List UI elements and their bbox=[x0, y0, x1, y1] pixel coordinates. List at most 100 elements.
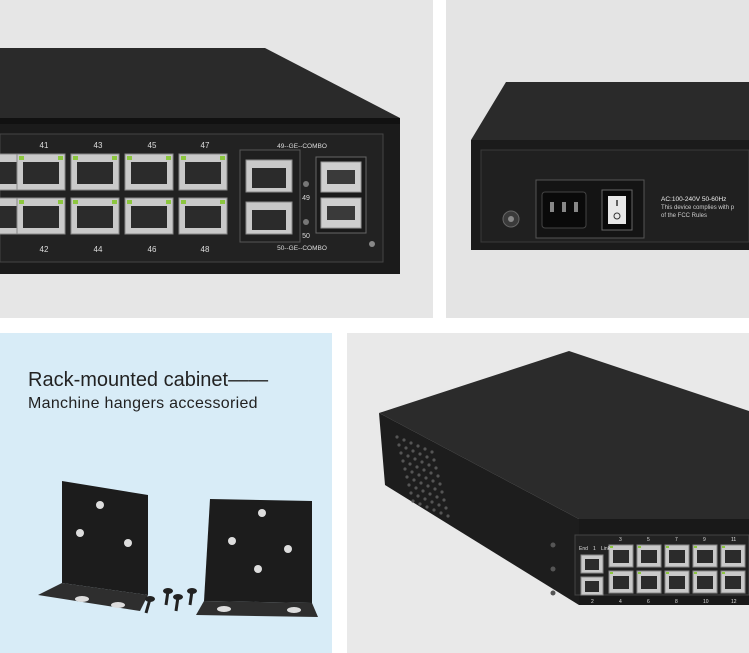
activity-led-icon bbox=[220, 156, 225, 160]
port-label-4: 4 bbox=[619, 599, 622, 605]
port-label-12: 12 bbox=[731, 599, 737, 605]
socket-pin bbox=[550, 202, 554, 212]
vent-hole bbox=[415, 465, 419, 469]
vent-hole bbox=[432, 508, 436, 512]
combo-bottom-label: 50--GE--COMBO bbox=[277, 245, 327, 252]
vent-hole bbox=[434, 466, 438, 470]
ground-screw-center bbox=[508, 216, 514, 222]
link-led-icon bbox=[610, 546, 613, 548]
rj45-socket bbox=[641, 576, 657, 589]
vent-hole bbox=[418, 502, 422, 506]
activity-led-icon bbox=[166, 156, 171, 160]
vent-hole bbox=[436, 474, 440, 478]
link-led-icon bbox=[694, 572, 697, 574]
port-label-7: 7 bbox=[675, 537, 678, 543]
link-led-icon bbox=[19, 200, 24, 204]
screw-icon bbox=[550, 566, 556, 572]
vent-hole bbox=[433, 487, 437, 491]
vent-hole bbox=[416, 494, 420, 498]
switch-angled-illustration: End 1 Link 3 5 7 9 11 2 4 6 8 10 12 bbox=[379, 351, 749, 605]
vent-hole bbox=[417, 473, 421, 477]
vent-hole bbox=[427, 463, 431, 467]
link-led-icon bbox=[19, 156, 24, 160]
link-led-icon bbox=[666, 546, 669, 548]
screw-shaft bbox=[174, 596, 180, 612]
vent-hole bbox=[397, 443, 401, 447]
port-label-end: End bbox=[579, 546, 588, 552]
port-label-2: 2 bbox=[591, 599, 594, 605]
sfp-slot-opening bbox=[327, 170, 355, 184]
port-number-46: 46 bbox=[148, 245, 157, 254]
link-led-icon bbox=[610, 572, 613, 574]
link-led-icon bbox=[694, 546, 697, 548]
screw-shaft bbox=[164, 590, 170, 606]
vent-hole bbox=[405, 475, 409, 479]
port-number-41: 41 bbox=[40, 141, 49, 150]
port-number-45: 45 bbox=[148, 141, 157, 150]
port-label-8: 8 bbox=[675, 599, 678, 605]
vent-hole bbox=[437, 503, 441, 507]
screw-icon bbox=[550, 542, 556, 548]
right-rack-bracket bbox=[204, 499, 312, 603]
vent-hole bbox=[420, 460, 424, 464]
screw-icon bbox=[369, 241, 375, 247]
vent-grille bbox=[395, 435, 450, 518]
vent-hole bbox=[440, 490, 444, 494]
activity-led-icon bbox=[166, 200, 171, 204]
vent-hole bbox=[425, 455, 429, 459]
vent-hole bbox=[413, 457, 417, 461]
vent-hole bbox=[399, 451, 403, 455]
link-led-icon bbox=[638, 572, 641, 574]
rj45-socket bbox=[23, 162, 59, 184]
switch-rear-illustration: AC:100-240V 50-60Hz This device complies… bbox=[471, 82, 749, 250]
rj45-socket bbox=[23, 206, 59, 228]
bracket-hole-icon bbox=[254, 565, 262, 573]
rj45-socket bbox=[77, 162, 113, 184]
vent-hole bbox=[421, 489, 425, 493]
vent-hole bbox=[426, 484, 430, 488]
screw-shaft bbox=[144, 598, 152, 614]
link-led-icon bbox=[638, 546, 641, 548]
vent-hole bbox=[409, 441, 413, 445]
led-indicator bbox=[303, 219, 309, 225]
activity-led-icon bbox=[112, 200, 117, 204]
vent-hole bbox=[412, 478, 416, 482]
vent-hole bbox=[395, 435, 399, 439]
vent-hole bbox=[422, 468, 426, 472]
link-led-icon bbox=[722, 546, 725, 548]
port-label-3: 3 bbox=[619, 537, 622, 543]
vent-hole bbox=[411, 449, 415, 453]
rack-bracket-panel: Rack-mounted cabinet—— Manchine hangers … bbox=[0, 333, 332, 653]
port-number-43: 43 bbox=[94, 141, 103, 150]
rj45-socket bbox=[613, 550, 629, 563]
rj45-socket bbox=[185, 206, 221, 228]
rj45-socket bbox=[697, 550, 713, 563]
activity-led-icon bbox=[112, 156, 117, 160]
led-label-49: 49 bbox=[302, 195, 310, 202]
screw-set bbox=[144, 588, 197, 614]
rj45-socket bbox=[585, 559, 599, 570]
port-number-48: 48 bbox=[201, 245, 210, 254]
rj45-port-grid bbox=[0, 153, 228, 235]
link-led-icon bbox=[73, 200, 78, 204]
chassis-side bbox=[379, 413, 579, 605]
vent-hole bbox=[446, 514, 450, 518]
fcc-compliance-line1: This device complies with p bbox=[661, 205, 735, 211]
link-led-icon bbox=[181, 156, 186, 160]
link-led-icon bbox=[722, 572, 725, 574]
vent-hole bbox=[409, 491, 413, 495]
vent-hole bbox=[439, 511, 443, 515]
activity-led-icon bbox=[58, 200, 63, 204]
vent-hole bbox=[408, 462, 412, 466]
switch-off-mark bbox=[613, 212, 621, 220]
sfp-slot-opening bbox=[327, 206, 355, 220]
flange-slot-icon bbox=[111, 602, 125, 608]
rack-caption-subtitle: Manchine hangers accessoried bbox=[28, 395, 258, 412]
vent-hole bbox=[430, 500, 434, 504]
flange-slot-icon bbox=[75, 596, 89, 602]
rj45-socket bbox=[185, 162, 221, 184]
bracket-hole-icon bbox=[96, 501, 104, 509]
vent-hole bbox=[404, 446, 408, 450]
combo-rj45-socket-49 bbox=[252, 168, 286, 188]
rj45-socket bbox=[131, 162, 167, 184]
